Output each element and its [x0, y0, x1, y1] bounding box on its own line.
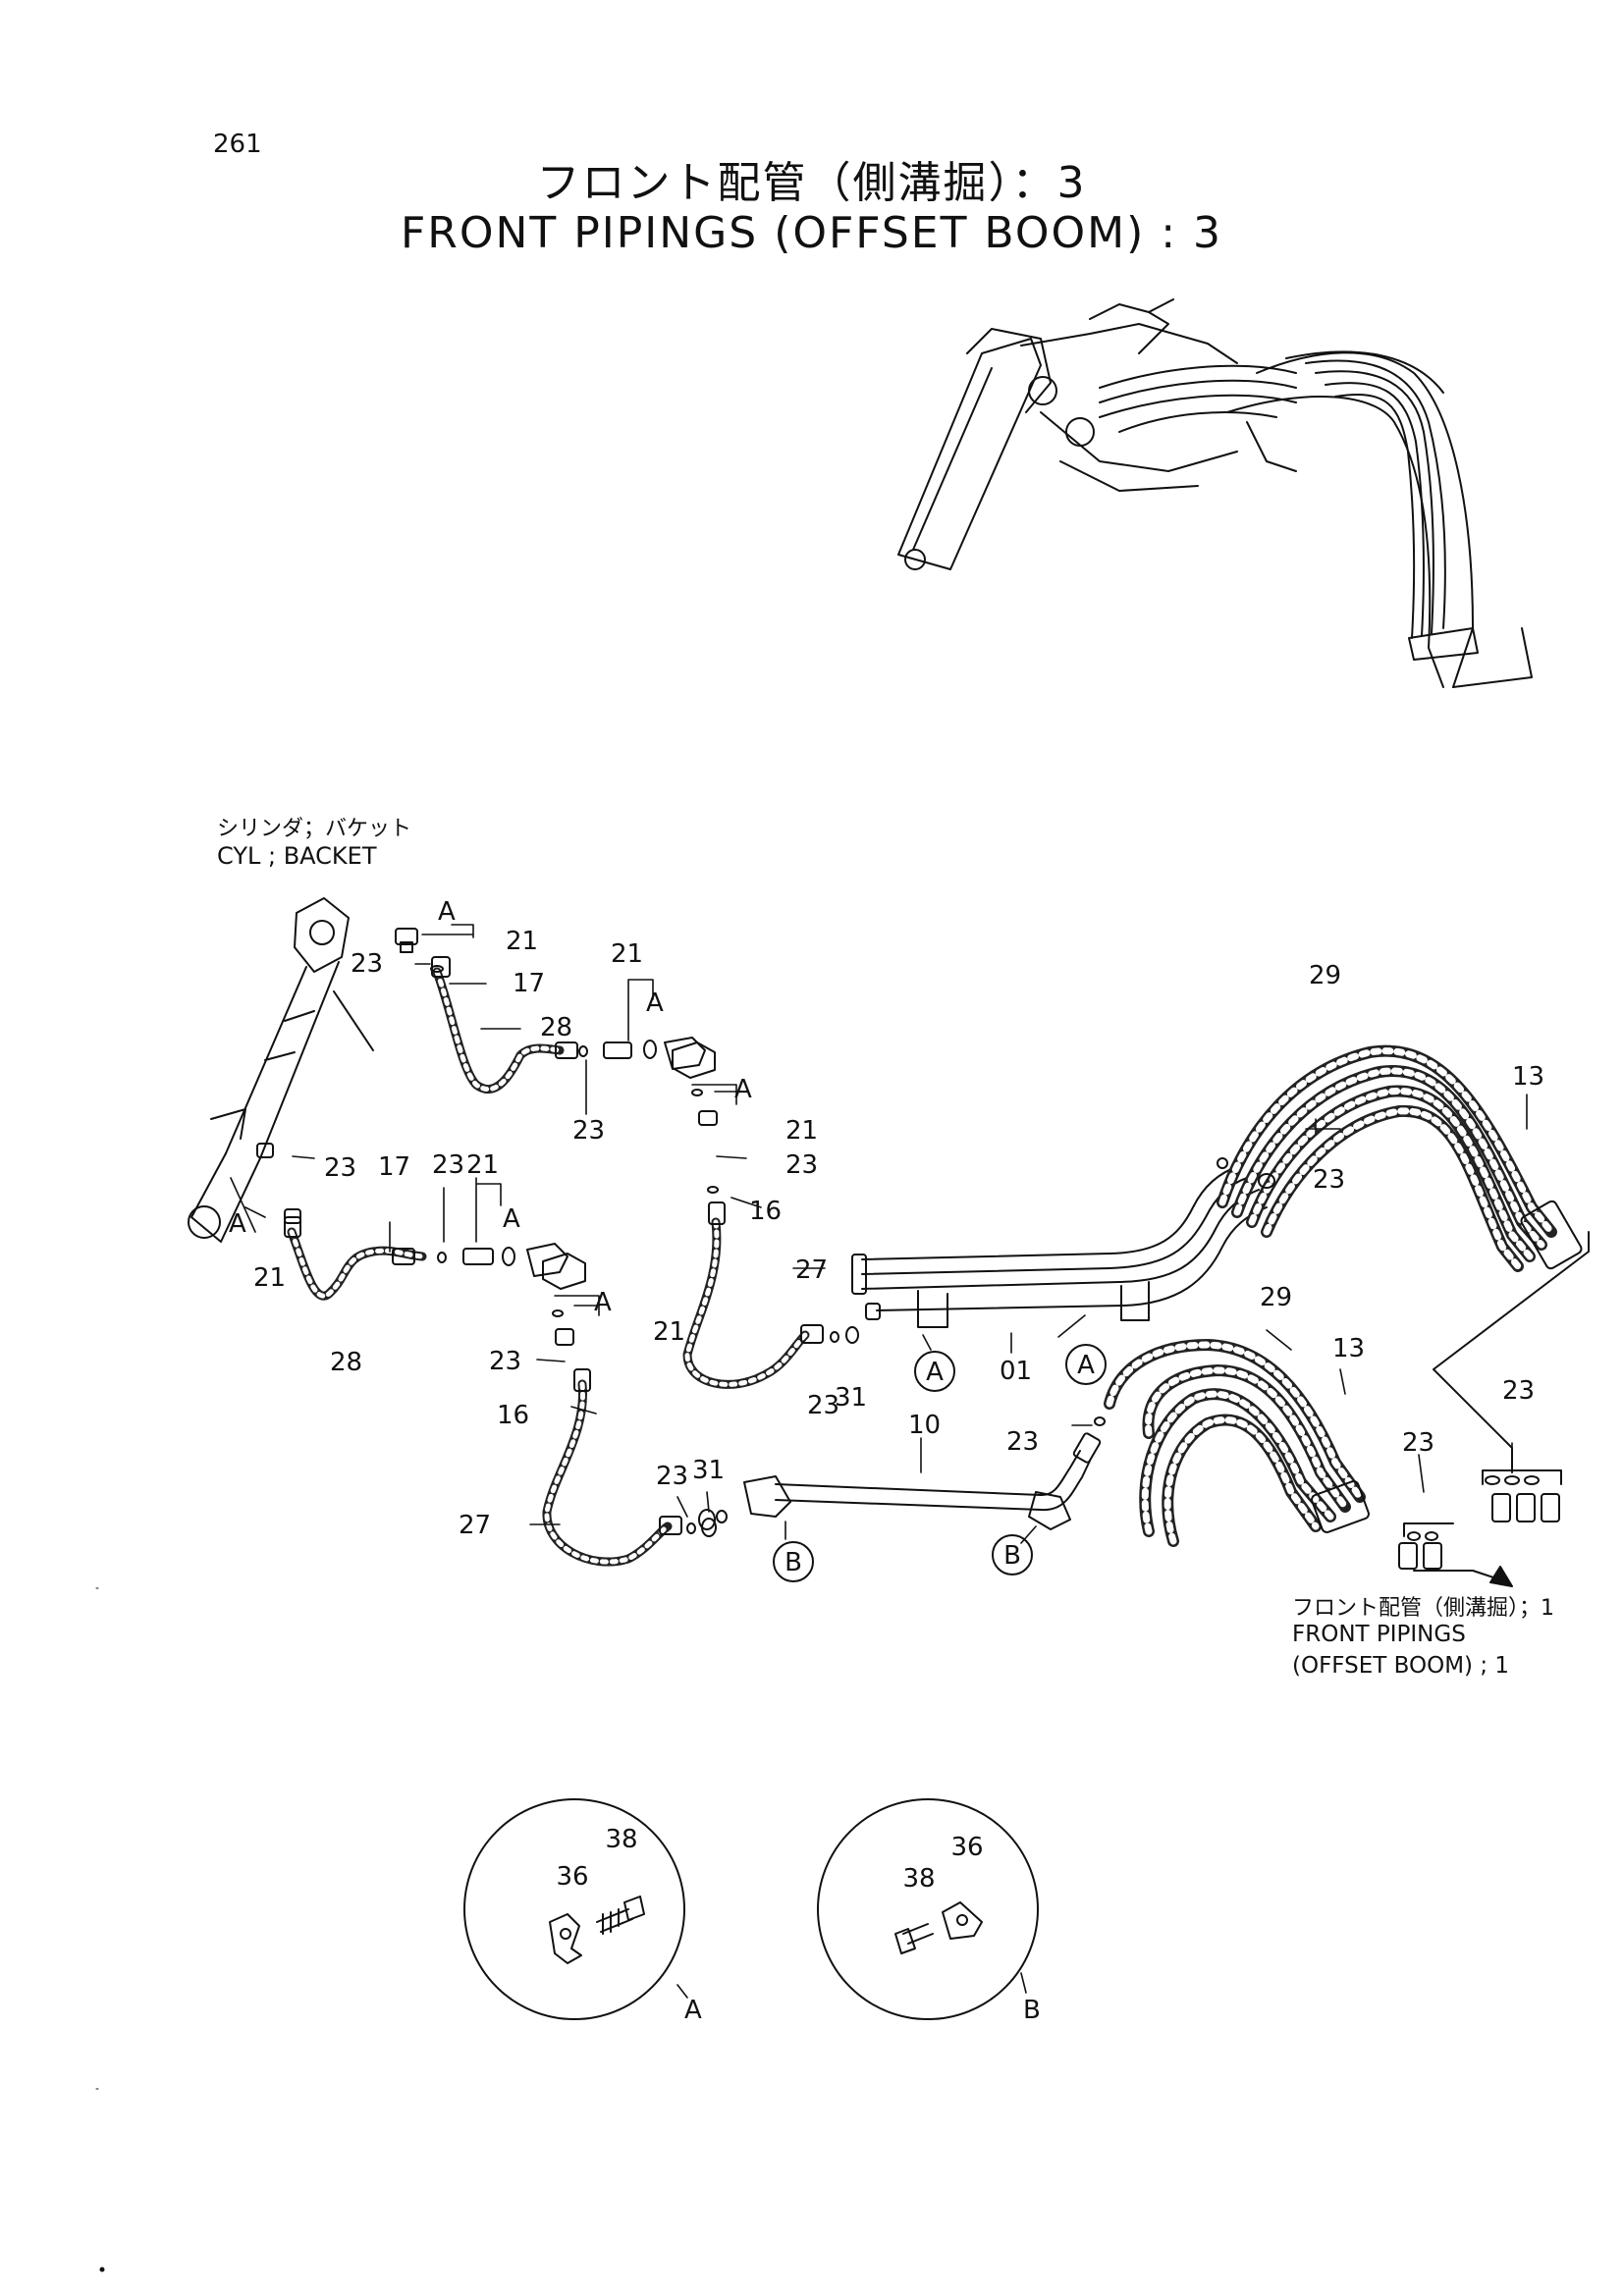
- callout-23: 23: [432, 1150, 464, 1180]
- bucket-cylinder-label-japanese: シリンダ；バケット: [217, 817, 412, 841]
- reference-circles: A A B B: [773, 1344, 1107, 1582]
- hose-bundle-29-13-upper: [1217, 1044, 1583, 1272]
- ref-circle-b-right: [992, 1534, 1033, 1575]
- callout-28: 28: [540, 1013, 572, 1042]
- reference-label-english-line1: FRONT PIPINGS: [1292, 1622, 1466, 1647]
- detail-a-callout-36: 36: [556, 1862, 588, 1892]
- pipe-10: [698, 1416, 1106, 1530]
- callout-a: A: [229, 1209, 246, 1239]
- page-number: 261: [213, 130, 262, 159]
- callout-23: 23: [1402, 1428, 1434, 1458]
- hose-bundle-29-13-lower: [1104, 1339, 1370, 1547]
- fitting-21-upper: [395, 928, 706, 1070]
- callout-27: 27: [795, 1255, 828, 1285]
- callout-10: 10: [908, 1411, 941, 1440]
- ref-circle-a-left: [914, 1351, 955, 1392]
- ref-letter-a-left: A: [926, 1358, 944, 1387]
- callout-17: 17: [513, 969, 545, 998]
- detail-a-callout-38: 38: [605, 1825, 637, 1854]
- callout-23: 23: [1502, 1376, 1535, 1406]
- callout-27: 27: [459, 1511, 491, 1540]
- connection-fittings: [1398, 1231, 1590, 1587]
- callout-numbers: A 21 23 17 28 23 21 A A 21 23 16 27 23 1…: [229, 897, 1544, 1540]
- reference-label-japanese: フロント配管（側溝掘）；1: [1292, 1596, 1554, 1621]
- hose-16-27-lower: [542, 1328, 717, 1567]
- clamp-blocks: [542, 1041, 716, 1290]
- callout-23: 23: [351, 949, 383, 979]
- callout-a: A: [734, 1075, 752, 1104]
- margin-marks: [95, 1587, 105, 2272]
- detail-a-letter: A: [684, 1996, 702, 2025]
- detail-b-callout-36: 36: [950, 1833, 983, 1862]
- hose-28-upper: [431, 956, 578, 1095]
- detail-view-b: 36 38 B: [817, 1798, 1041, 2025]
- bucket-cylinder-label-english: CYL ; BACKET: [217, 842, 377, 870]
- callout-23: 23: [807, 1391, 839, 1420]
- callout-a: A: [438, 897, 456, 927]
- bucket-cylinder-illustration: [188, 897, 374, 1243]
- callout-01: 01: [1000, 1357, 1032, 1386]
- ref-letter-b-right: B: [1003, 1541, 1021, 1571]
- callout-29: 29: [1309, 961, 1341, 990]
- page-title-japanese: フロント配管（側溝掘）：3: [536, 158, 1087, 208]
- hose-16-27-middle: [682, 1110, 859, 1389]
- callout-28: 28: [330, 1348, 362, 1377]
- callout-16: 16: [749, 1197, 782, 1226]
- callout-21: 21: [653, 1317, 685, 1347]
- callout-13: 13: [1512, 1062, 1544, 1092]
- leader-lines: [230, 924, 1528, 1544]
- callout-16: 16: [497, 1401, 529, 1430]
- callout-a: A: [594, 1288, 612, 1317]
- reference-label-english-line2: (OFFSET BOOM) ; 1: [1292, 1653, 1510, 1679]
- callout-23: 23: [785, 1150, 818, 1180]
- page-title-english: FRONT PIPINGS (OFFSET BOOM) : 3: [400, 208, 1223, 258]
- hose-28-lower: [256, 1143, 568, 1301]
- detail-b-callout-38: 38: [902, 1864, 935, 1894]
- callout-23: 23: [1313, 1165, 1345, 1195]
- callout-23: 23: [572, 1116, 605, 1146]
- ref-circle-b-left: [773, 1541, 814, 1582]
- callout-a: A: [503, 1204, 520, 1234]
- callout-23: 23: [1006, 1427, 1039, 1457]
- callout-21: 21: [253, 1263, 286, 1293]
- pipe-assembly-01: [851, 1165, 1268, 1328]
- ref-circle-a-right: [1065, 1344, 1107, 1385]
- callout-23: 23: [656, 1462, 688, 1491]
- callout-21: 21: [466, 1150, 499, 1180]
- callout-21: 21: [785, 1116, 818, 1146]
- callout-21: 21: [611, 939, 643, 969]
- callout-23: 23: [489, 1347, 521, 1376]
- callout-a: A: [646, 988, 664, 1018]
- detail-b-letter: B: [1023, 1996, 1041, 2025]
- overview-boom-illustration: [897, 298, 1533, 688]
- detail-view-a: 36 38 A: [463, 1798, 702, 2025]
- callout-31: 31: [692, 1456, 725, 1485]
- callout-17: 17: [378, 1152, 410, 1182]
- callout-21: 21: [506, 927, 538, 956]
- ref-letter-a-right: A: [1077, 1351, 1095, 1380]
- callout-29: 29: [1260, 1283, 1292, 1312]
- callout-13: 13: [1332, 1334, 1365, 1363]
- callout-23: 23: [324, 1153, 356, 1183]
- ref-letter-b-left: B: [784, 1548, 802, 1577]
- o-rings: [430, 965, 1275, 1317]
- callout-31: 31: [835, 1383, 867, 1413]
